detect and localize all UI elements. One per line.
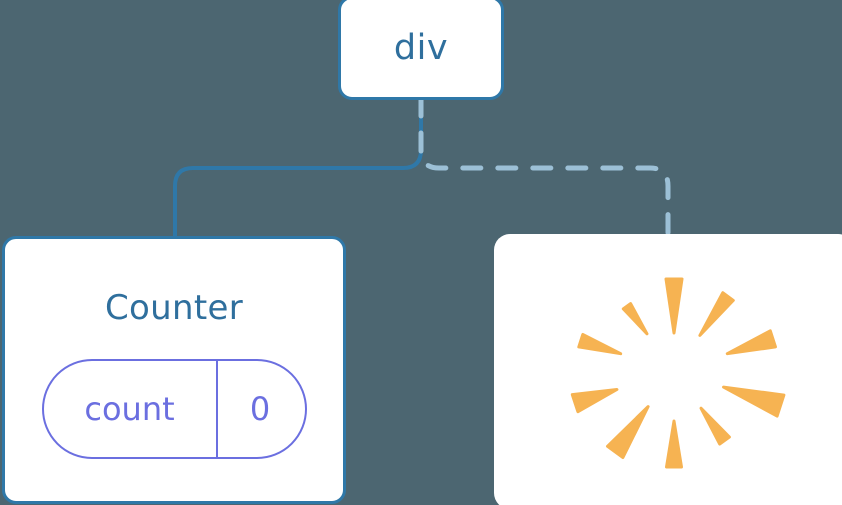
- rerender-burst-icon: [570, 277, 786, 469]
- edge-div-to-counter: [173, 96, 423, 242]
- state-pill-value: 0: [249, 390, 271, 428]
- node-burst[interactable]: [494, 234, 842, 505]
- node-div-label: div: [393, 27, 449, 68]
- burst-ray-group: [570, 277, 786, 469]
- burst-ray-9: [698, 291, 735, 337]
- burst-ray-8: [725, 329, 777, 356]
- burst-ray-4: [606, 405, 650, 459]
- state-pill-key: count: [84, 390, 175, 428]
- burst-ray-3: [570, 388, 619, 414]
- burst-ray-1: [621, 302, 649, 336]
- node-counter[interactable]: Counter count 0: [2, 236, 346, 504]
- edge-div-to-burst: [418, 95, 671, 243]
- burst-ray-7: [722, 385, 786, 418]
- burst-ray-5: [665, 419, 683, 469]
- node-div[interactable]: div: [338, 0, 504, 100]
- node-counter-label: Counter: [105, 288, 243, 328]
- burst-ray-2: [577, 333, 623, 356]
- burst-ray-0: [664, 277, 684, 335]
- state-pill-count[interactable]: count 0: [41, 359, 307, 459]
- state-pill-divider: [215, 361, 218, 457]
- burst-ray-6: [699, 406, 731, 446]
